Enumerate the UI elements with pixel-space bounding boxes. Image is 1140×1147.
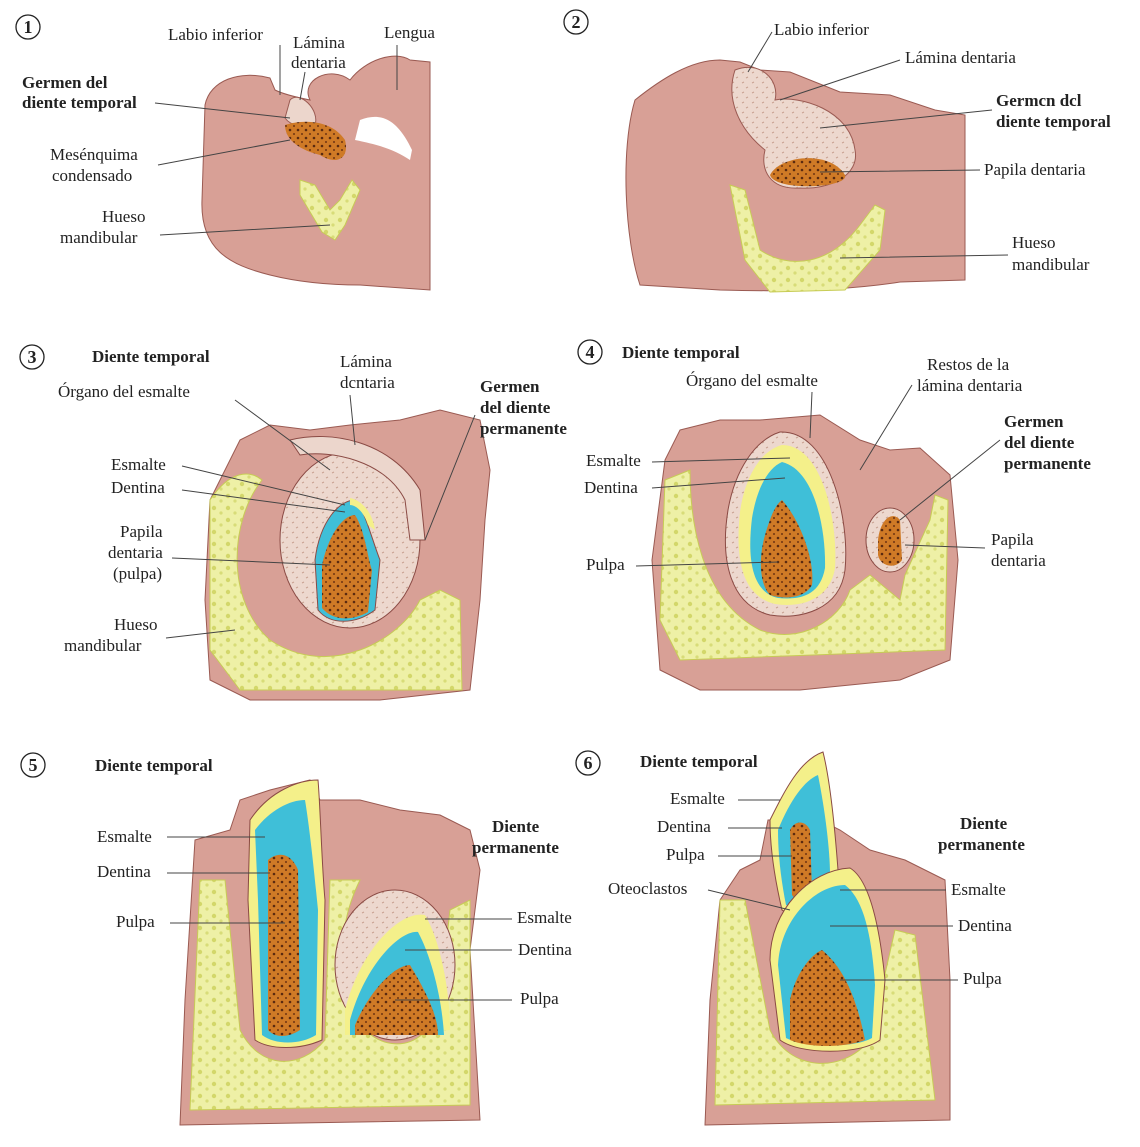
label-esmalte-left: Esmalte (97, 827, 152, 846)
label-dentina: Dentina (584, 478, 638, 497)
label-hueso-2: mandibular (1012, 255, 1090, 274)
panel-number: 3 (28, 347, 37, 367)
label-title: Diente temporal (622, 343, 740, 362)
label-lamina-1: Lámina (340, 352, 392, 371)
label-germen-2: del diente (1004, 433, 1075, 452)
label-hueso-2: mandibular (60, 228, 138, 247)
label-germen-1: Germen (1004, 412, 1064, 431)
label-esmalte-right: Esmalte (517, 908, 572, 927)
label-dentina-right: Dentina (518, 940, 572, 959)
label-oteoclastos: Oteoclastos (608, 879, 687, 898)
panel-2: 2 Labio inferior Lámina dentaria Germcn … (564, 10, 1111, 292)
label-papila-2: dentaria (108, 543, 163, 562)
panel-3: 3 Diente temporal Lámina dcntaria Órgano… (20, 345, 567, 700)
label-dentina-right: Dentina (958, 916, 1012, 935)
label-papila-2: dentaria (991, 551, 1046, 570)
label-pulpa: Pulpa (586, 555, 625, 574)
panel-1: 1 Labio inferior Lámina dentaria Lengua … (16, 15, 435, 290)
label-esmalte-left: Esmalte (670, 789, 725, 808)
label-pulpa-left: Pulpa (116, 912, 155, 931)
label-germen-2: del diente (480, 398, 551, 417)
label-germen-1: Germen (480, 377, 540, 396)
label-labio-inferior: Labio inferior (168, 25, 263, 44)
pulp-left (268, 855, 300, 1036)
label-esmalte-right: Esmalte (951, 880, 1006, 899)
label-germen-1: Germcn dcl (996, 91, 1082, 110)
label-papila-3: (pulpa) (113, 564, 162, 583)
label-perm-2: permanente (938, 835, 1025, 854)
label-perm-1: Diente (492, 817, 540, 836)
label-pulpa-right: Pulpa (520, 989, 559, 1008)
label-hueso-2: mandibular (64, 636, 142, 655)
panel-number: 6 (584, 753, 593, 773)
label-germen-3: permanente (480, 419, 567, 438)
label-title: Diente temporal (640, 752, 758, 771)
label-papila-dentaria: Papila dentaria (984, 160, 1086, 179)
label-germen-2: diente temporal (22, 93, 137, 112)
label-dentina: Dentina (111, 478, 165, 497)
label-papila-1: Papila (120, 522, 163, 541)
label-organo: Órgano del esmalte (686, 371, 818, 390)
label-germen-1: Germen del (22, 73, 108, 92)
label-title: Diente temporal (95, 756, 213, 775)
label-hueso-1: Hueso (1012, 233, 1055, 252)
label-pulpa-right: Pulpa (963, 969, 1002, 988)
label-title: Diente temporal (92, 347, 210, 366)
label-papila-1: Papila (991, 530, 1034, 549)
panel-number: 4 (586, 342, 595, 362)
label-germen-2: diente temporal (996, 112, 1111, 131)
label-dentina-left: Dentina (657, 817, 711, 836)
label-mesenquima-1: Mesénquima (50, 145, 138, 164)
label-germen-3: permanente (1004, 454, 1091, 473)
label-mesenquima-2: condensado (52, 166, 132, 185)
label-lamina-dentaria: Lámina dentaria (905, 48, 1016, 67)
label-esmalte: Esmalte (111, 455, 166, 474)
panel-4: 4 Diente temporal Órgano del esmalte Res… (578, 340, 1091, 690)
label-lamina-2: dcntaria (340, 373, 395, 392)
label-organo: Órgano del esmalte (58, 382, 190, 401)
label-lengua: Lengua (384, 23, 435, 42)
label-perm-2: permanente (472, 838, 559, 857)
label-hueso-1: Hueso (114, 615, 157, 634)
label-hueso-1: Hueso (102, 207, 145, 226)
label-pulpa-left: Pulpa (666, 845, 705, 864)
panel-6: 6 Diente temporal Diente permanente Esma… (576, 751, 1025, 1125)
embryo-tissue (202, 56, 430, 290)
panel-5: 5 Diente temporal Diente permanente Esma… (21, 753, 572, 1125)
label-lamina-1: Lámina (293, 33, 345, 52)
label-dentina-left: Dentina (97, 862, 151, 881)
label-lamina-2: dentaria (291, 53, 346, 72)
panel-number: 2 (572, 12, 581, 32)
label-esmalte: Esmalte (586, 451, 641, 470)
label-labio-inferior: Labio inferior (774, 20, 869, 39)
label-perm-1: Diente (960, 814, 1008, 833)
label-restos-2: lámina dentaria (917, 376, 1023, 395)
panel-number: 5 (29, 755, 38, 775)
label-restos-1: Restos de la (927, 355, 1010, 374)
panel-number: 1 (24, 17, 33, 37)
